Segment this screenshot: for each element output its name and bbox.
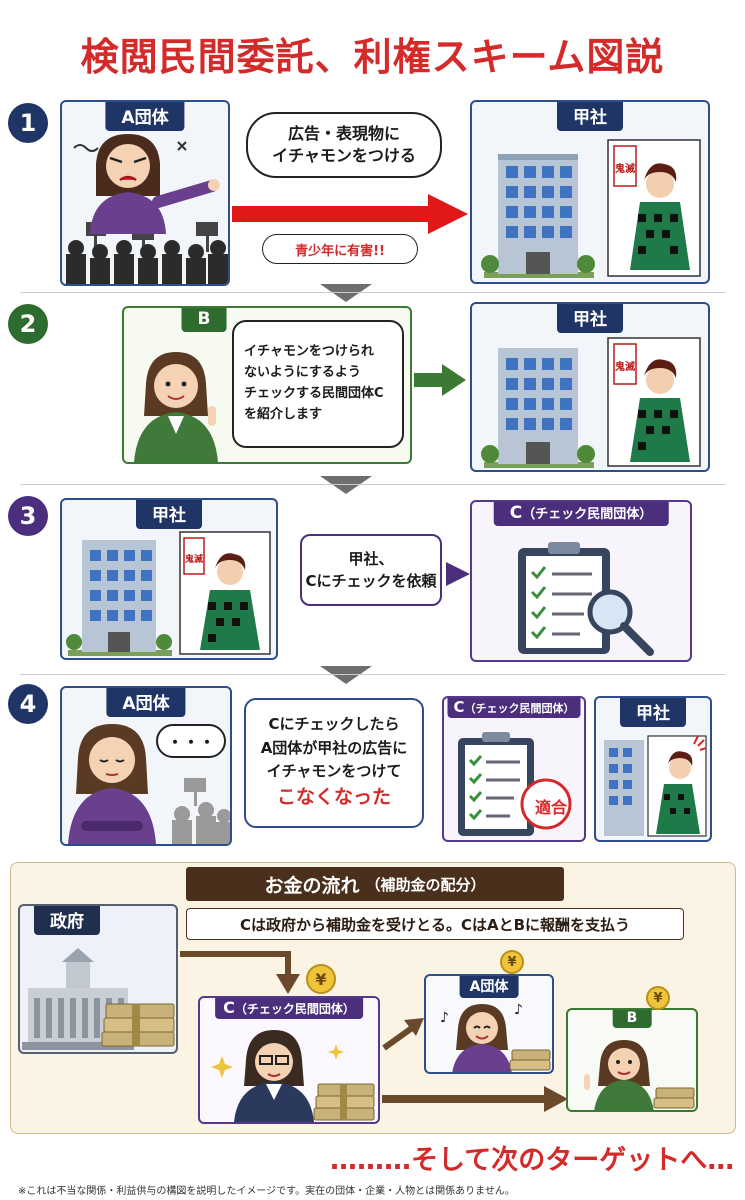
gov-to-c-money-arrow	[180, 951, 300, 994]
step-1-complaint-bubble: 広告・表現物に イチャモンをつける	[246, 112, 442, 178]
step-4-company-panel: 甲社	[594, 696, 712, 842]
money-flow-summary: Cは政府から補助金を受けとる。CはAとBに報酬を支払う	[186, 908, 684, 940]
c-to-a-money-arrow	[382, 1018, 424, 1051]
page-title: 検閲民間委託、利権スキーム図説	[80, 35, 665, 79]
yen-coin-icon: ¥	[500, 950, 524, 974]
step-4-result-bubble: Cにチェックしたら A団体が甲社の広告に イチャモンをつけて こなくなった	[244, 698, 424, 828]
step-2-badge: 2	[8, 304, 48, 344]
money-c-panel: C（チェック民間団体）	[198, 996, 380, 1124]
yen-coin-icon: ¥	[306, 964, 336, 994]
step-2-company-panel: 甲社 鬼滅	[470, 302, 710, 472]
step-3-request-bubble: 甲社、 Cにチェックを依頼	[300, 534, 442, 606]
divider	[20, 674, 725, 675]
step-3-badge: 3	[8, 496, 48, 536]
step-1-a-group-label: A団体	[105, 102, 185, 131]
manga-logo: 鬼滅	[615, 162, 635, 175]
step-1-badge: 1	[8, 103, 48, 143]
divider	[20, 292, 725, 293]
step-3-company-panel: 甲社 鬼滅	[60, 498, 278, 660]
step-1-company-panel: 甲社 鬼滅	[470, 100, 710, 284]
step-4-checker-label: C（チェック民間団体）	[447, 698, 581, 718]
step-3-checker-label: C（チェック民間団体）	[493, 502, 669, 526]
diet-building-and-cash-illustration	[22, 948, 175, 1050]
step-4-a-group-label: A団体	[106, 688, 186, 717]
money-b-panel: B	[566, 1008, 698, 1112]
disclaimer: ※これは不当な関係・利益供与の構図を説明したイメージです。実在の団体・企業・人物…	[18, 1186, 515, 1197]
svg-text:♪: ♪	[440, 1010, 449, 1026]
step-1-red-arrow	[232, 194, 468, 234]
step-2-intro-bubble: イチャモンをつけられ ないようにするよう チェックする民間団体C を紹介します	[232, 320, 404, 448]
divider	[20, 484, 725, 485]
step-3-to-4-arrow	[320, 666, 372, 684]
step-3-checker-panel: C（チェック民間団体）	[470, 500, 692, 662]
c-to-b-money-arrow	[382, 1086, 568, 1112]
step-3-purple-arrow	[446, 562, 470, 586]
step-4-checker-panel: C（チェック民間団体） 適合	[442, 696, 586, 842]
step-4-badge: 4	[8, 684, 48, 724]
office-building-and-manga-poster-illustration: 鬼滅	[481, 337, 701, 468]
step-1-a-group-panel: A団体	[60, 100, 230, 286]
b-woman-with-cash-illustration	[584, 1040, 695, 1110]
step-2-to-3-arrow	[320, 476, 372, 494]
next-target-caption: ………そして次のターゲットへ…	[330, 1145, 735, 1176]
step-1-to-2-arrow	[320, 284, 372, 302]
step-4-a-group-panel: A団体 ・・・	[60, 686, 232, 846]
government-label: 政府	[34, 906, 100, 935]
woman-b-pointing-illustration	[134, 352, 218, 462]
step-2-green-arrow	[414, 364, 466, 396]
office-building-and-manga-poster-illustration: 鬼滅	[481, 139, 701, 278]
angry-woman-with-protesters-illustration	[66, 134, 228, 284]
government-panel: 政府	[18, 904, 178, 1054]
office-building-and-manga-poster-illustration	[604, 735, 707, 837]
calm-woman-illustration	[68, 724, 230, 844]
checklist-clipboard-magnifier-icon	[518, 542, 654, 656]
money-flow-title: お金の流れ（補助金の配分）	[186, 867, 564, 901]
step-4-result-text: Cにチェックしたら A団体が甲社の広告に イチャモンをつけて	[260, 715, 408, 780]
money-b-label: B	[612, 1010, 652, 1028]
step-2-company-label: 甲社	[557, 304, 623, 333]
approved-stamp: 適合	[534, 798, 567, 817]
manga-logo: 鬼滅	[615, 360, 635, 373]
office-building-and-manga-poster-illustration: 鬼滅	[66, 531, 271, 656]
step-4-silence-bubble: ・・・	[156, 724, 226, 758]
step-3-company-label: 甲社	[136, 500, 202, 529]
step-4-company-label: 甲社	[620, 698, 686, 727]
money-c-label: C（チェック民間団体）	[215, 998, 363, 1019]
happy-a-group-woman-with-cash: ♪ ♪	[440, 1002, 551, 1072]
step-2-b-panel: B イチャモンをつけられ ないようにするよう チェックする民間団体C を紹介しま…	[122, 306, 412, 464]
approved-checklist-icon	[458, 732, 572, 836]
svg-text:♪: ♪	[514, 1002, 523, 1018]
manga-logo: 鬼滅	[185, 553, 203, 565]
step-1-harmful-callout: 青少年に有害!!	[262, 234, 418, 264]
step-1-company-label: 甲社	[557, 102, 623, 131]
step-2-b-label: B	[181, 308, 227, 332]
money-a-group-panel: A団体 ♪ ♪	[424, 974, 554, 1074]
c-representative-with-cash-illustration	[211, 1030, 375, 1122]
yen-coin-icon: ¥	[646, 986, 670, 1010]
money-a-group-label: A団体	[459, 976, 519, 998]
step-4-result-highlight: こなくなった	[276, 786, 391, 809]
